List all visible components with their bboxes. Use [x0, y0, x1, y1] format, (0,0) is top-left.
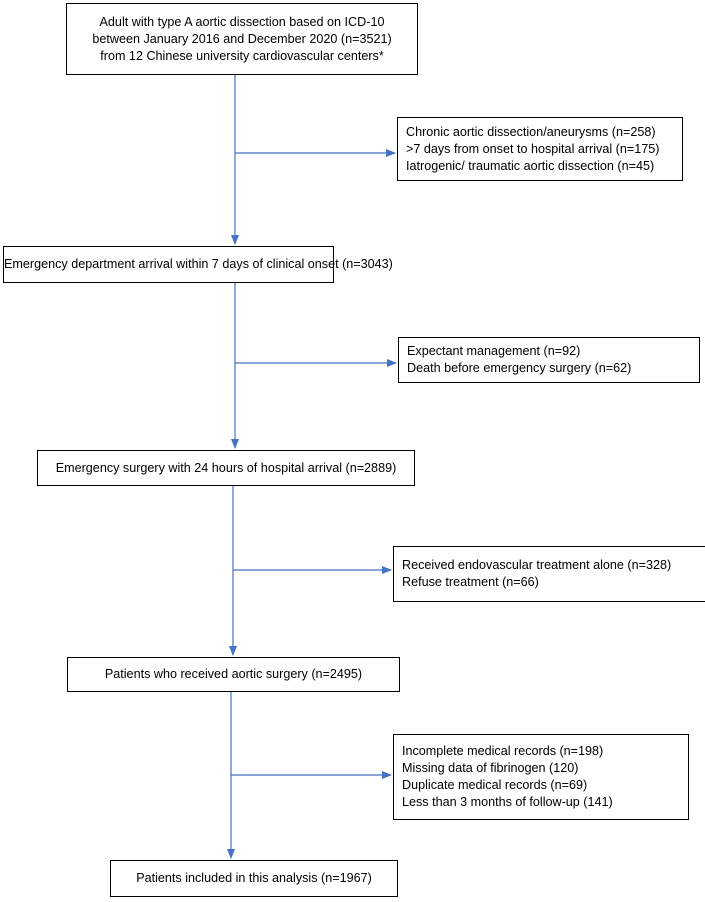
exclusion-4-line-2: Missing data of fibrinogen (120) — [402, 761, 579, 775]
step-5-line-1: Patients included in this analysis (n=19… — [136, 871, 372, 885]
exclusion-3-line-1: Received endovascular treatment alone (n… — [402, 558, 672, 572]
exclusion-box-3: Received endovascular treatment alone (n… — [393, 546, 705, 602]
step-3-line-1: Emergency surgery with 24 hours of hospi… — [55, 460, 397, 475]
exclusion-1-line-3: Iatrogenic/ traumatic aortic dissection … — [406, 158, 655, 173]
step-4-line-1: Patients who received aortic surgery (n=… — [104, 667, 363, 681]
exclusion-box-1: Chronic aortic dissection/aneurysms (n=2… — [397, 117, 683, 181]
step-box-initial-cohort: Adult with type A aortic dissection base… — [66, 3, 418, 75]
step-box-aortic-surgery: Patients who received aortic surgery (n=… — [67, 657, 400, 692]
step-box-ed-arrival: Emergency department arrival within 7 da… — [3, 246, 393, 283]
step-box-emergency-surgery: Emergency surgery with 24 hours of hospi… — [37, 450, 415, 486]
exclusion-box-2: Expectant management (n=92) Death before… — [398, 337, 700, 383]
step-box-final-analysis: Patients included in this analysis (n=19… — [110, 860, 398, 897]
exclusion-3-line-2: Refuse treatment (n=66) — [402, 575, 539, 589]
exclusion-1-line-1: Chronic aortic dissection/aneurysms (n=2… — [406, 124, 656, 139]
exclusion-1-line-2: >7 days from onset to hospital arrival (… — [406, 141, 660, 156]
step-2-line-1: Emergency department arrival within 7 da… — [4, 257, 393, 271]
exclusion-2-line-2: Death before emergency surgery (n=62) — [407, 361, 632, 375]
exclusion-2-line-1: Expectant management (n=92) — [407, 344, 581, 358]
step-1-line-1: Adult with type A aortic dissection base… — [99, 14, 385, 29]
step-1-line-2: between January 2016 and December 2020 (… — [92, 31, 392, 46]
exclusion-4-line-3: Duplicate medical records (n=69) — [402, 778, 588, 792]
exclusion-4-line-4: Less than 3 months of follow-up (141) — [402, 795, 613, 809]
exclusion-box-4: Incomplete medical records (n=198) Missi… — [393, 734, 689, 820]
step-1-line-3: from 12 Chinese university cardiovascula… — [100, 48, 384, 63]
exclusion-4-line-1: Incomplete medical records (n=198) — [402, 744, 604, 758]
